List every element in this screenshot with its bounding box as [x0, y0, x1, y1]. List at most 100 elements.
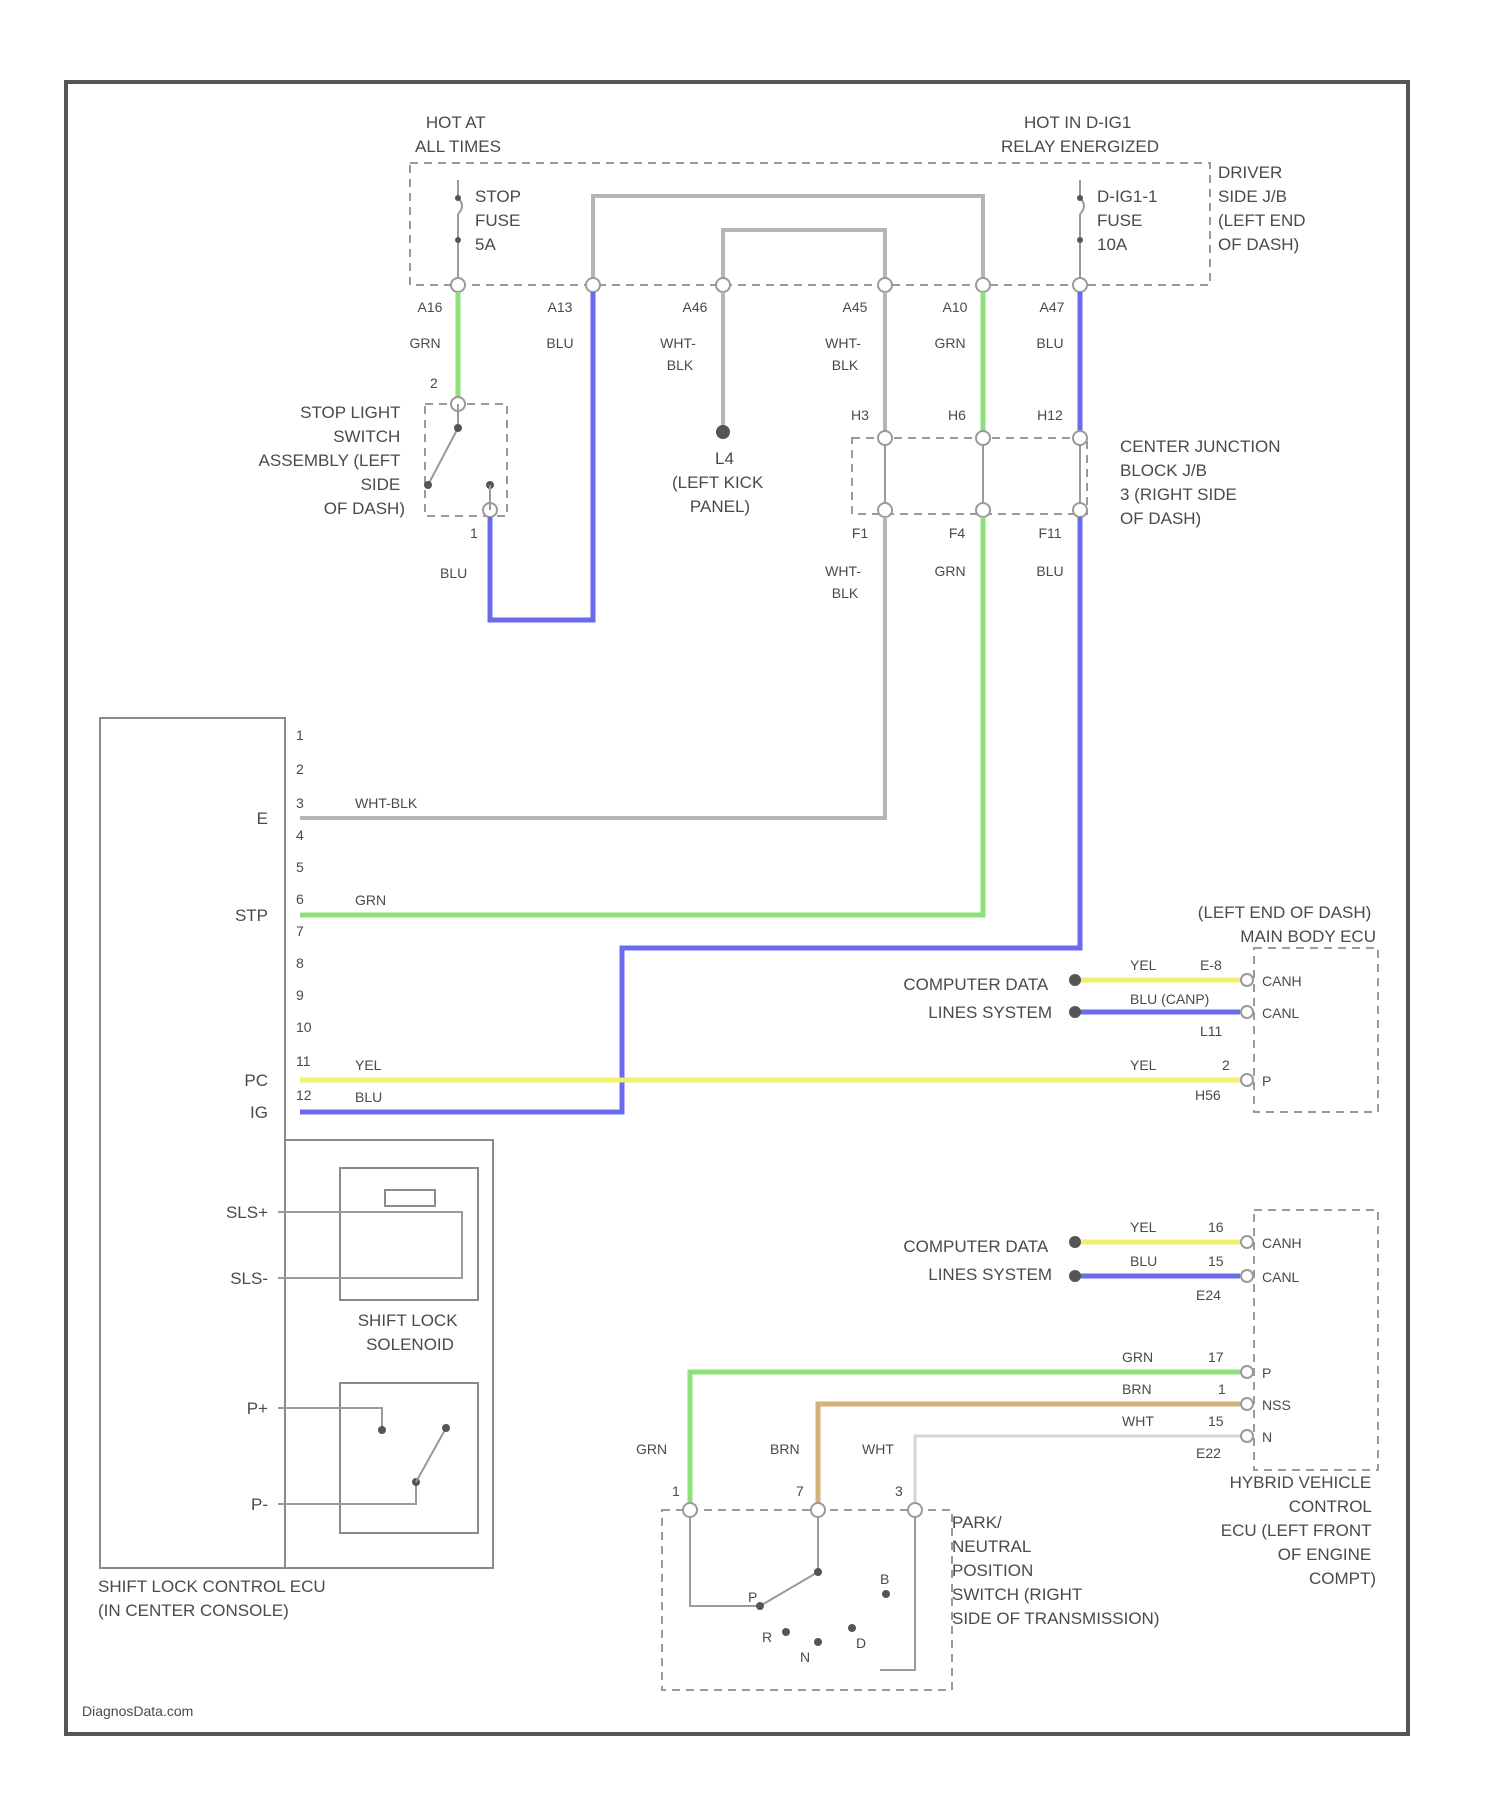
terminal-a46 [716, 278, 730, 292]
center-jb-pin-f4: F4 [949, 525, 966, 541]
solenoid-label-2: SOLENOID [366, 1335, 454, 1354]
ecu-pin-2: 2 [296, 761, 304, 777]
ecu-pin-1: 1 [296, 727, 304, 743]
hv-comp-data-1: COMPUTER DATA [903, 1237, 1048, 1256]
ecu-pin-8: 8 [296, 955, 304, 971]
ecu-pin-11: 11 [296, 1053, 311, 1069]
shift-ecu-body [100, 718, 285, 1568]
p-plus-label: P+ [247, 1399, 268, 1418]
center-jb-label-4: OF DASH) [1120, 509, 1201, 528]
ecu-pin-6: 6 [296, 891, 304, 907]
hv-lower-wire-3: WHT [1122, 1413, 1154, 1429]
terminal-a47 [1073, 278, 1087, 292]
digi-fuse-rating: 10A [1097, 235, 1128, 254]
hv-lower-wire-1: GRN [1122, 1349, 1153, 1365]
main-pin-p: P [1262, 1073, 1271, 1089]
main-pin-blu: L11 [1200, 1023, 1223, 1039]
pin-a47: A47 [1040, 299, 1065, 315]
hv-wire-blu: BLU [1130, 1253, 1157, 1269]
hv-lower-label-p: P [1262, 1365, 1271, 1381]
digi-fuse-word: FUSE [1097, 211, 1142, 230]
hybrid-label-3: ECU (LEFT FRONT [1221, 1521, 1372, 1540]
svg-text:WHT- BLK: WHT- BLK [825, 563, 865, 601]
hot-relay-line2: RELAY ENERGIZED [1001, 137, 1159, 156]
svg-text:WHT- BLK: WHT- BLK [660, 335, 700, 373]
center-jb-wire-2: GRN [934, 563, 965, 579]
pnp-pos-n: N [800, 1649, 810, 1665]
wire-a47-color: BLU [1036, 335, 1063, 351]
main-wire-yel: YEL [1130, 957, 1157, 973]
pnp-pin-2: 7 [796, 1483, 804, 1499]
ecu-ig-label: IG [250, 1103, 268, 1122]
stop-switch-label-5: OF DASH) [324, 499, 405, 518]
svg-text:COMPUTER DATA LINES SYST: COMPUTER DATA LINES SYSTEM [903, 975, 1052, 1022]
hot-at-all-times-line2: ALL TIMES [415, 137, 501, 156]
ground-label-2: PANEL) [690, 497, 750, 516]
p-minus-label: P- [251, 1495, 268, 1514]
ecu-e-wire: WHT-BLK [355, 795, 418, 811]
pnp-pos-d: D [856, 1635, 866, 1651]
terminal-a16 [451, 278, 465, 292]
ecu-pin-5: 5 [296, 859, 304, 875]
hv-pin-canl: CANL [1262, 1269, 1300, 1285]
driver-side-jb: HOT AT ALL TIMES HOT IN D-IG1 RELAY ENER… [409, 113, 1310, 373]
p-position-switch: P+ P- [247, 1383, 478, 1533]
wire-blu-ig [300, 517, 1080, 1112]
svg-text:SHIFT LOCK SOLENOID: SHIFT LOCK SOLENOID [358, 1311, 463, 1354]
pnp-wire-2: BRN [770, 1441, 800, 1457]
svg-text:D-IG1-1 FUSE 10A: D-IG1-1 FUSE 10A [1097, 187, 1162, 254]
main-pin-yel: E-8 [1200, 957, 1222, 973]
center-jb-label-1: CENTER JUNCTION [1120, 437, 1281, 456]
digi-fuse-name: D-IG1-1 [1097, 187, 1157, 206]
pin-a16: A16 [418, 299, 443, 315]
stop-fuse-name: STOP [475, 187, 521, 206]
driver-jb-label-2: SIDE J/B [1218, 187, 1287, 206]
center-jb-pin-h12: H12 [1037, 407, 1063, 423]
terminal-a45 [878, 278, 892, 292]
stop-switch-label-2: SWITCH [333, 427, 400, 446]
svg-text:STOP FUSE 5A: STOP FUSE 5A [475, 187, 525, 254]
pin-a45: A45 [843, 299, 868, 315]
hv-pin-canh: CANH [1262, 1235, 1302, 1251]
main-pin-canl: CANL [1262, 1005, 1300, 1021]
center-jb-label-2: BLOCK J/B [1120, 461, 1207, 480]
pin-a46: A46 [683, 299, 708, 315]
stop-fuse-word: FUSE [475, 211, 520, 230]
stop-switch-pin-bot: 1 [470, 525, 478, 541]
stop-switch-pin-top: 2 [430, 375, 438, 391]
hv-wire-yel: YEL [1130, 1219, 1157, 1235]
svg-text:COMPUTER DATA LINES SYST: COMPUTER DATA LINES SYSTEM [903, 1237, 1052, 1284]
ground-label-1: (LEFT KICK [672, 473, 764, 492]
hot-relay-line1: HOT IN D-IG1 [1024, 113, 1131, 132]
pnp-label-5: SIDE OF TRANSMISSION) [952, 1609, 1160, 1628]
main-pin-canh: CANH [1262, 973, 1302, 989]
center-jb-wire-1b: BLK [832, 585, 859, 601]
center-jb-pin-h6: H6 [948, 407, 966, 423]
stop-switch-wire-color: BLU [440, 565, 467, 581]
sol-minus-label: SLS- [230, 1269, 268, 1288]
shift-ecu-label-2: (IN CENTER CONSOLE) [98, 1601, 289, 1620]
ecu-pin-4: 4 [296, 827, 304, 843]
hybrid-label-1: HYBRID VEHICLE [1230, 1473, 1372, 1492]
pnp-label-4: SWITCH (RIGHT [952, 1585, 1082, 1604]
hv-pin-yel: 16 [1208, 1219, 1224, 1235]
center-jb-pin-h3: H3 [851, 407, 869, 423]
hv-lower-pin-3: 15 [1208, 1413, 1224, 1429]
hv-conn-a: E24 [1196, 1287, 1221, 1303]
stop-switch-label-1: STOP LIGHT [300, 403, 400, 422]
wire-brn-hv-nss [818, 1404, 1240, 1510]
ecu-pin-12: 12 [296, 1087, 312, 1103]
hv-lower-pin-1: 17 [1208, 1349, 1224, 1365]
pnp-pos-b: B [880, 1571, 889, 1587]
main-pin-p-conn: H56 [1195, 1087, 1221, 1103]
driver-jb-dashed-box [410, 163, 1210, 285]
wire-wht-hv-n [915, 1436, 1240, 1510]
center-jb-wire-3: BLU [1036, 563, 1063, 579]
wire-a45-color-2: BLK [832, 357, 859, 373]
digi-fuse-icon [1077, 180, 1084, 285]
wire-a16-color: GRN [409, 335, 440, 351]
main-comp-data-1: COMPUTER DATA [903, 975, 1048, 994]
svg-text:DRIVER SIDE J/B (L: DRIVER SIDE J/B (LEFT END OF DASH) [1218, 163, 1310, 254]
wire-a10-color: GRN [934, 335, 965, 351]
hv-conn-b: E22 [1196, 1445, 1221, 1461]
